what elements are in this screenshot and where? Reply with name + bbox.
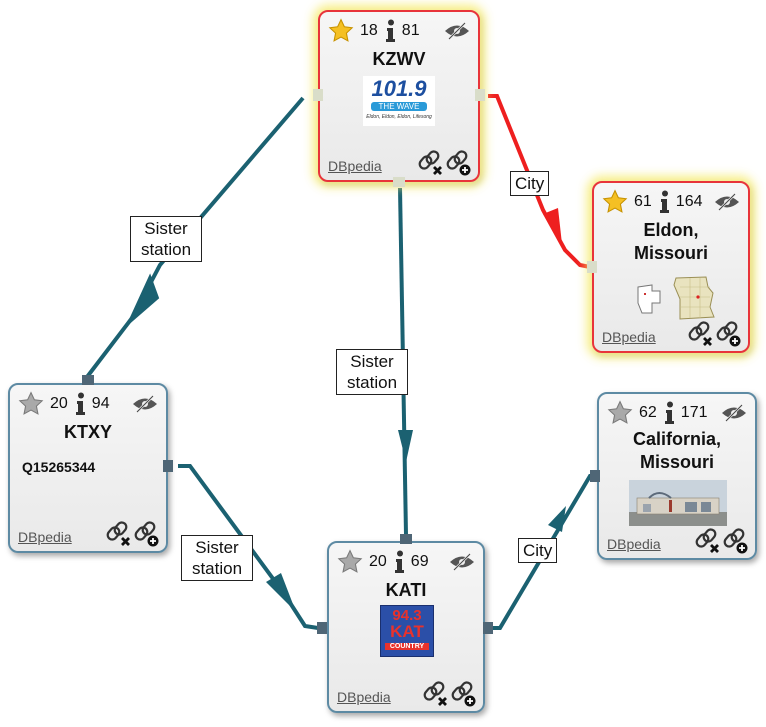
edge-kzwv-kati-arrowhead bbox=[398, 430, 413, 462]
count-a: 20 bbox=[369, 553, 387, 570]
edge-label-ktxy-kati: Sister station bbox=[181, 535, 253, 581]
dbpedia-link[interactable]: DBpedia bbox=[18, 529, 72, 545]
node-title: KATI bbox=[385, 580, 427, 600]
logo-name: THE WAVE bbox=[371, 102, 427, 111]
info-icon[interactable] bbox=[663, 401, 677, 425]
kzwv-logo: 101.9 THE WAVE Eldon, Eldon, Eldon, Life… bbox=[363, 76, 435, 126]
add-link-icon[interactable] bbox=[723, 528, 749, 554]
hide-icon[interactable] bbox=[721, 404, 747, 422]
unlink-icon[interactable] bbox=[106, 521, 132, 547]
node-eldon-missouri[interactable]: 61 164 Eldon, Missouri DBpedia bbox=[592, 181, 750, 353]
count-a: 20 bbox=[50, 395, 68, 412]
add-link-icon[interactable] bbox=[716, 321, 742, 347]
node-california-missouri[interactable]: 62 171 California, Missouri DBpedia bbox=[597, 392, 757, 560]
port-california-left[interactable] bbox=[590, 470, 600, 482]
unlink-icon[interactable] bbox=[695, 528, 721, 554]
dbpedia-link[interactable]: DBpedia bbox=[337, 689, 391, 705]
node-title: KTXY bbox=[63, 422, 112, 442]
info-icon[interactable] bbox=[384, 19, 398, 43]
node-kzwv[interactable]: 18 81 KZWV 101.9 THE WAVE Eldon, Eldon, … bbox=[318, 10, 480, 182]
port-kati-top[interactable] bbox=[400, 534, 412, 544]
count-b: 171 bbox=[680, 404, 708, 421]
star-icon[interactable] bbox=[18, 391, 44, 417]
hide-icon[interactable] bbox=[714, 193, 740, 211]
edge-label-kati-california: City bbox=[518, 538, 558, 563]
node-title-line1: Eldon, bbox=[643, 220, 699, 240]
count-a: 18 bbox=[360, 22, 378, 39]
node-title-line2: Missouri bbox=[633, 243, 708, 263]
logo-frequency: 94.3 bbox=[392, 607, 422, 624]
count-b: 164 bbox=[675, 193, 703, 210]
edge-ktxy-kati-arrowhead bbox=[266, 573, 296, 612]
node-toolbar: 62 171 bbox=[607, 400, 747, 426]
edge-label-kzwv-eldon: City bbox=[510, 171, 550, 196]
edge-label-kzwv-ktxy: Sister station bbox=[130, 216, 202, 262]
dbpedia-link[interactable]: DBpedia bbox=[328, 158, 382, 174]
node-identifier: Q15265344 bbox=[22, 459, 96, 475]
node-title: KZWV bbox=[372, 49, 426, 69]
eldon-locator-map bbox=[637, 276, 715, 320]
logo-name: KAT bbox=[390, 622, 424, 641]
hide-icon[interactable] bbox=[132, 395, 158, 413]
node-toolbar: 61 164 bbox=[602, 189, 740, 215]
info-icon[interactable] bbox=[393, 550, 407, 574]
star-icon[interactable] bbox=[337, 549, 363, 575]
add-link-icon[interactable] bbox=[451, 681, 477, 707]
logo-band: COUNTRY bbox=[385, 643, 429, 650]
logo-tagline: Eldon, Eldon, Eldon, Lifesong bbox=[366, 114, 432, 120]
port-kzwv-right[interactable] bbox=[475, 89, 485, 101]
edge-label-kzwv-kati: Sister station bbox=[336, 349, 408, 395]
node-toolbar: 18 81 bbox=[328, 18, 470, 44]
star-icon[interactable] bbox=[602, 189, 628, 215]
unlink-icon[interactable] bbox=[418, 150, 444, 176]
count-b: 94 bbox=[91, 395, 110, 412]
count-a: 61 bbox=[634, 193, 652, 210]
count-b: 81 bbox=[401, 22, 420, 39]
count-a: 62 bbox=[639, 404, 657, 421]
hide-icon[interactable] bbox=[449, 553, 475, 571]
add-link-icon[interactable] bbox=[446, 150, 472, 176]
node-toolbar: 20 94 bbox=[18, 391, 158, 417]
edge-kati-california-arrowhead bbox=[548, 506, 566, 532]
node-title-line1: California, bbox=[632, 429, 721, 449]
dbpedia-link[interactable]: DBpedia bbox=[602, 329, 656, 345]
star-icon[interactable] bbox=[328, 18, 354, 44]
hide-icon[interactable] bbox=[444, 22, 470, 40]
node-ktxy[interactable]: 20 94 KTXY Q15265344 DBpedia bbox=[8, 383, 168, 553]
port-kzwv-left[interactable] bbox=[313, 89, 323, 101]
edge-kzwv-ktxy-arrowhead bbox=[127, 273, 160, 325]
edge-kzwv-eldon-arrowhead bbox=[543, 208, 562, 244]
unlink-icon[interactable] bbox=[423, 681, 449, 707]
star-icon[interactable] bbox=[607, 400, 633, 426]
port-ktxy-top[interactable] bbox=[82, 375, 94, 385]
port-kzwv-bottom[interactable] bbox=[393, 177, 405, 187]
node-toolbar: 20 69 bbox=[337, 549, 475, 575]
info-icon[interactable] bbox=[658, 190, 672, 214]
kati-logo: 94.3 KAT COUNTRY bbox=[380, 605, 434, 657]
port-kati-left[interactable] bbox=[317, 622, 327, 634]
node-title-line2: Missouri bbox=[639, 452, 714, 472]
port-eldon-left[interactable] bbox=[587, 261, 597, 273]
node-kati[interactable]: 20 69 KATI 94.3 KAT COUNTRY DBpedia bbox=[327, 541, 485, 713]
california-photo bbox=[629, 480, 727, 526]
add-link-icon[interactable] bbox=[134, 521, 160, 547]
port-ktxy-right[interactable] bbox=[163, 460, 173, 472]
count-b: 69 bbox=[410, 553, 429, 570]
dbpedia-link[interactable]: DBpedia bbox=[607, 536, 661, 552]
unlink-icon[interactable] bbox=[688, 321, 714, 347]
logo-frequency: 101.9 bbox=[371, 76, 427, 101]
info-icon[interactable] bbox=[74, 392, 88, 416]
port-kati-right[interactable] bbox=[483, 622, 493, 634]
